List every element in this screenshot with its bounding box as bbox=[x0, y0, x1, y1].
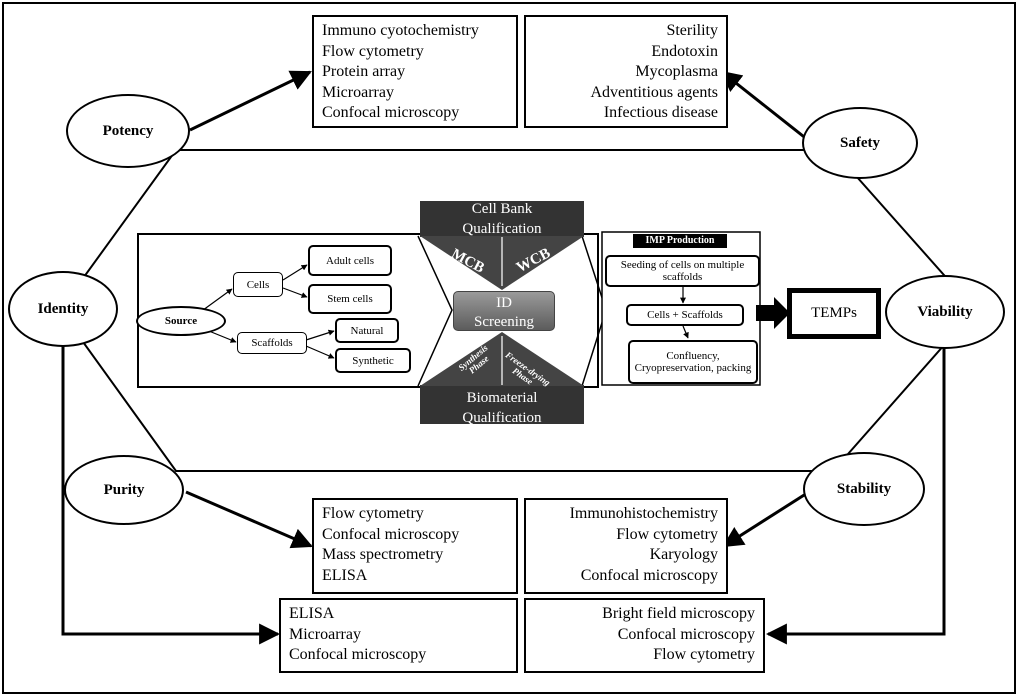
purity-oval: Purity bbox=[64, 455, 184, 525]
arrow-safety bbox=[720, 70, 809, 142]
purity-methods-box: Flow cytometry Confocal microscopy Mass … bbox=[312, 498, 518, 594]
safety-method-item: Infectious disease bbox=[603, 104, 718, 122]
synthetic-node: Synthetic bbox=[335, 348, 411, 373]
safety-oval: Safety bbox=[802, 107, 918, 179]
scaffolds-label: Scaffolds bbox=[251, 337, 293, 349]
temps-label: TEMPs bbox=[811, 305, 857, 321]
adult-cells-node: Adult cells bbox=[308, 245, 392, 276]
adult-cells-label: Adult cells bbox=[326, 254, 374, 267]
viability-methods-box: Bright field microscopy Confocal microsc… bbox=[524, 598, 765, 673]
viability-oval: Viability bbox=[885, 275, 1005, 349]
safety-method-item: Endotoxin bbox=[651, 42, 718, 60]
potency-methods-box: Immuno cyotochemistry Flow cytometry Pro… bbox=[312, 15, 518, 128]
biomaterial-label: Biomaterial Qualification bbox=[462, 390, 542, 426]
purity-method-item: ELISA bbox=[322, 566, 368, 584]
arrow-viability bbox=[765, 344, 946, 645]
synthetic-label: Synthetic bbox=[352, 354, 394, 367]
purity-method-item: Mass spectrometry bbox=[322, 546, 444, 564]
arrow-potency bbox=[189, 70, 312, 132]
identity-method-item: Confocal microscopy bbox=[289, 646, 427, 664]
source-node: Source bbox=[136, 306, 226, 336]
identity-method-item: Microarray bbox=[289, 625, 361, 643]
connector-scaffolds-synthetic bbox=[305, 345, 335, 359]
source-label: Source bbox=[164, 315, 198, 327]
safety-method-item: Sterility bbox=[666, 22, 718, 39]
viability-method-item: Confocal microscopy bbox=[617, 625, 755, 643]
potency-oval: Potency bbox=[66, 94, 190, 168]
scaffolds-node: Scaffolds bbox=[237, 332, 307, 354]
imp-production-header: IMP Production bbox=[633, 234, 727, 248]
arrow-stability bbox=[722, 488, 813, 548]
arrow-purity bbox=[185, 490, 313, 549]
cell-bank-label: Cell Bank Qualification bbox=[462, 201, 542, 237]
potency-method-item: Microarray bbox=[322, 83, 394, 101]
identity-method-item: ELISA bbox=[289, 605, 335, 622]
viability-method-item: Flow cytometry bbox=[653, 646, 755, 664]
viability-label: Viability bbox=[917, 303, 973, 320]
connector-scaffolds-natural bbox=[305, 329, 335, 341]
potency-method-item: Confocal microscopy bbox=[322, 104, 460, 122]
potency-method-item: Immuno cyotochemistry bbox=[322, 22, 479, 39]
connector-cells-confluency bbox=[682, 325, 689, 339]
natural-label: Natural bbox=[350, 324, 384, 337]
purity-label: Purity bbox=[103, 481, 145, 498]
id-screening-box: ID Screening bbox=[453, 291, 555, 331]
temps-block-arrow bbox=[756, 297, 790, 329]
arrow-identity bbox=[61, 344, 281, 645]
stability-method-item: Flow cytometry bbox=[616, 525, 718, 543]
stability-method-item: Confocal microscopy bbox=[580, 566, 718, 584]
stem-cells-label: Stem cells bbox=[327, 293, 373, 305]
purity-method-item: Confocal microscopy bbox=[322, 525, 460, 543]
stability-method-item: Karyology bbox=[649, 546, 718, 564]
cells-label: Cells bbox=[246, 278, 270, 291]
viability-method-item: Bright field microscopy bbox=[602, 605, 755, 622]
identity-label: Identity bbox=[37, 300, 89, 317]
confluency-node: Confluency, Cryopreservation, packing bbox=[628, 340, 758, 384]
stability-methods-box: Immunohistochemistry Flow cytometry Kary… bbox=[524, 498, 728, 594]
cells-scaffolds-node: Cells + Scaffolds bbox=[626, 304, 744, 326]
connector-cells-adult bbox=[282, 264, 308, 281]
safety-method-item: Mycoplasma bbox=[635, 63, 718, 81]
potency-method-item: Flow cytometry bbox=[322, 42, 424, 60]
stability-oval: Stability bbox=[803, 452, 925, 526]
safety-methods-box: Sterility Endotoxin Mycoplasma Adventiti… bbox=[524, 15, 728, 128]
potency-label: Potency bbox=[102, 122, 154, 139]
stability-method-item: Immunohistochemistry bbox=[569, 505, 718, 522]
natural-node: Natural bbox=[335, 318, 399, 343]
identity-methods-box: ELISA Microarray Confocal microscopy bbox=[279, 598, 518, 673]
identity-oval: Identity bbox=[8, 271, 118, 347]
temps-box: TEMPs bbox=[787, 288, 881, 339]
purity-method-item: Flow cytometry bbox=[322, 505, 424, 522]
cell-bank-band bbox=[420, 201, 584, 237]
stem-cells-node: Stem cells bbox=[308, 284, 392, 314]
potency-method-item: Protein array bbox=[322, 63, 406, 81]
stability-label: Stability bbox=[836, 480, 892, 497]
seeding-node: Seeding of cells on multiple scaffolds bbox=[605, 255, 760, 287]
biomaterial-band bbox=[420, 385, 584, 424]
safety-method-item: Adventitious agents bbox=[590, 83, 718, 101]
safety-label: Safety bbox=[840, 134, 880, 151]
process-chevron-left bbox=[417, 235, 453, 387]
cells-node: Cells bbox=[233, 272, 283, 297]
connector-cells-stem bbox=[282, 287, 308, 298]
